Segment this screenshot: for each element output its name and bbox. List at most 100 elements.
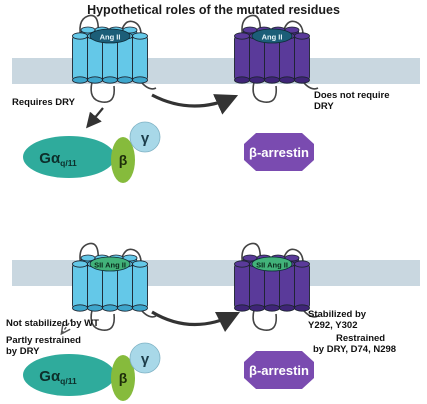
helix-bottom: [87, 76, 103, 84]
ligand-label: Ang II: [100, 33, 121, 42]
helix-top: [234, 32, 250, 40]
note-stabilized-line1: Stabilized by: [308, 309, 367, 320]
g-alpha-label-top: Gαq/11: [39, 150, 77, 168]
helix-top: [122, 254, 138, 262]
g-alpha-top: [23, 136, 115, 178]
helix-bottom: [249, 76, 265, 84]
receptor-loop: [90, 81, 116, 103]
arrestin-bottom: β-arrestin: [244, 351, 314, 389]
helix-bottom: [279, 304, 295, 312]
note-partly-restrained-line1: Partly restrained: [6, 335, 81, 346]
arrestin-octagon-bottom: [244, 351, 314, 389]
helix: [249, 263, 265, 309]
receptor-loop: [241, 14, 262, 43]
helix-bottom: [294, 304, 310, 312]
ligand-label: SII Ang II: [94, 261, 126, 270]
g-gamma-bottom: [129, 342, 161, 374]
g-alpha-label-bottom: Gαq/11: [39, 368, 77, 386]
note-requires-dry: Requires DRY: [12, 97, 75, 108]
helix-top: [284, 254, 300, 262]
helix: [117, 263, 133, 309]
ligand: [251, 28, 293, 44]
helix-bottom: [264, 76, 280, 84]
helix-bottom: [264, 304, 280, 312]
helix-bottom: [132, 304, 148, 312]
helix: [132, 35, 148, 81]
helix-top: [284, 26, 300, 34]
receptor-loop: [241, 242, 262, 271]
helix-bottom: [132, 76, 148, 84]
receptor-top-left: Ang II: [72, 14, 157, 103]
receptor-loop: [252, 81, 278, 103]
helix: [72, 35, 88, 81]
receptor-bottom-left: SII Ang II: [72, 242, 157, 331]
ligand: [251, 256, 293, 272]
note-not-require-dry-line2: DRY: [314, 101, 334, 112]
arrestin-label-top: β-arrestin: [249, 145, 309, 160]
note-partly-restrained-line2: by DRY: [6, 346, 40, 357]
arrestin-octagon-top: [244, 133, 314, 171]
helix: [72, 263, 88, 309]
arrestin-top: β-arrestin: [244, 133, 314, 171]
helix-bottom: [249, 304, 265, 312]
g-gamma-label-bottom: γ: [141, 351, 150, 368]
helix-bottom: [294, 76, 310, 84]
g-beta-top: [111, 137, 135, 183]
note-restrained-line1: Restrained: [336, 333, 386, 344]
helix: [132, 263, 148, 309]
arrow-to-gprotein-bottom: [62, 318, 73, 333]
g-alpha-bottom: [23, 354, 115, 396]
ligand-label: Ang II: [262, 33, 283, 42]
helix-bottom: [234, 304, 250, 312]
helix: [87, 35, 103, 81]
helix-bottom: [279, 76, 295, 84]
helix: [117, 35, 133, 81]
note-stabilized-line2: Y292, Y302: [308, 320, 358, 331]
g-beta-label-bottom: β: [119, 370, 128, 386]
helix: [279, 35, 295, 81]
figure-title: Hypothetical roles of the mutated residu…: [87, 3, 340, 17]
ligand: [89, 256, 131, 272]
helix-bottom: [72, 76, 88, 84]
receptor-loop: [90, 309, 116, 331]
helix: [294, 35, 310, 81]
ligand-label: SII Ang II: [256, 261, 288, 270]
note-not-require-dry-line1: Does not require: [314, 90, 390, 101]
g-protein-bottom: Gαq/11 β γ: [23, 342, 161, 401]
ligand: [89, 28, 131, 44]
curved-arrow-top: [151, 93, 239, 115]
g-gamma-top: [129, 121, 161, 153]
helix: [249, 35, 265, 81]
helix: [234, 263, 250, 309]
receptor-bottom-right: SII Ang II: [234, 242, 319, 331]
g-beta-label-top: β: [119, 152, 128, 168]
helix-bottom: [117, 76, 133, 84]
helix: [294, 263, 310, 309]
helix-bottom: [234, 76, 250, 84]
receptor-loop: [79, 242, 100, 271]
helix-top: [234, 260, 250, 268]
receptor-loop: [252, 309, 278, 331]
helix-top: [72, 32, 88, 40]
helix-top: [72, 260, 88, 268]
arrestin-label-bottom: β-arrestin: [249, 363, 309, 378]
receptor-top-right: Ang II: [234, 14, 319, 103]
note-not-stabilized: Not stabilized by WT: [6, 318, 99, 329]
helix: [234, 35, 250, 81]
g-protein-top: Gαq/11 β γ: [23, 121, 161, 183]
arrow-to-gprotein-top: [86, 107, 104, 129]
helix-top: [294, 260, 310, 268]
helix-top: [294, 32, 310, 40]
receptor-loop: [79, 14, 100, 43]
helix-top: [132, 260, 148, 268]
curved-arrow-bottom: [151, 310, 241, 333]
helix-bottom: [102, 304, 118, 312]
helix: [87, 263, 103, 309]
helix-bottom: [102, 76, 118, 84]
helix-top: [122, 26, 138, 34]
g-gamma-label-top: γ: [141, 130, 150, 147]
helix: [279, 263, 295, 309]
helix-bottom: [87, 304, 103, 312]
